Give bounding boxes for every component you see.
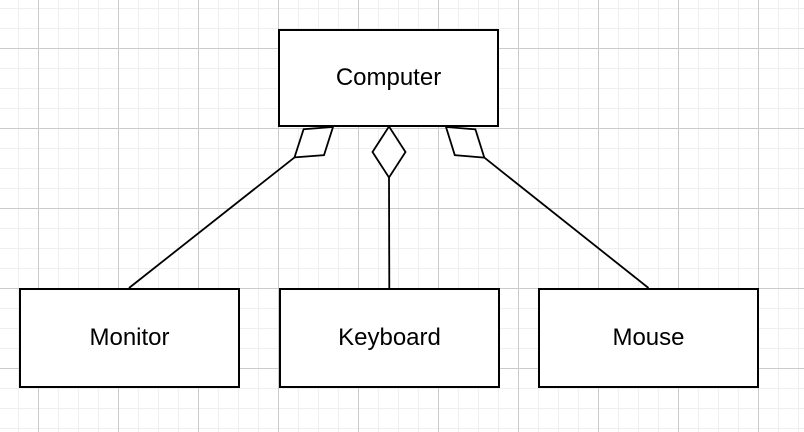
edge-line <box>483 156 650 289</box>
node-monitor[interactable]: Monitor <box>19 288 240 388</box>
node-label: Mouse <box>612 324 685 351</box>
node-label: Keyboard <box>338 324 441 351</box>
aggregation-diamond-icon <box>371 124 407 180</box>
edge-computer-monitor[interactable] <box>128 126 335 289</box>
node-label: Computer <box>335 64 442 91</box>
node-mouse[interactable]: Mouse <box>538 288 759 388</box>
edge-computer-mouse[interactable] <box>444 125 650 289</box>
edge-computer-keyboard[interactable] <box>371 124 407 290</box>
aggregation-diamond-icon <box>444 125 486 159</box>
edge-line <box>128 156 296 289</box>
node-label: Monitor <box>89 324 170 351</box>
aggregation-diamond-icon <box>293 126 335 159</box>
node-computer[interactable]: Computer <box>278 29 499 127</box>
node-keyboard[interactable]: Keyboard <box>279 288 500 388</box>
